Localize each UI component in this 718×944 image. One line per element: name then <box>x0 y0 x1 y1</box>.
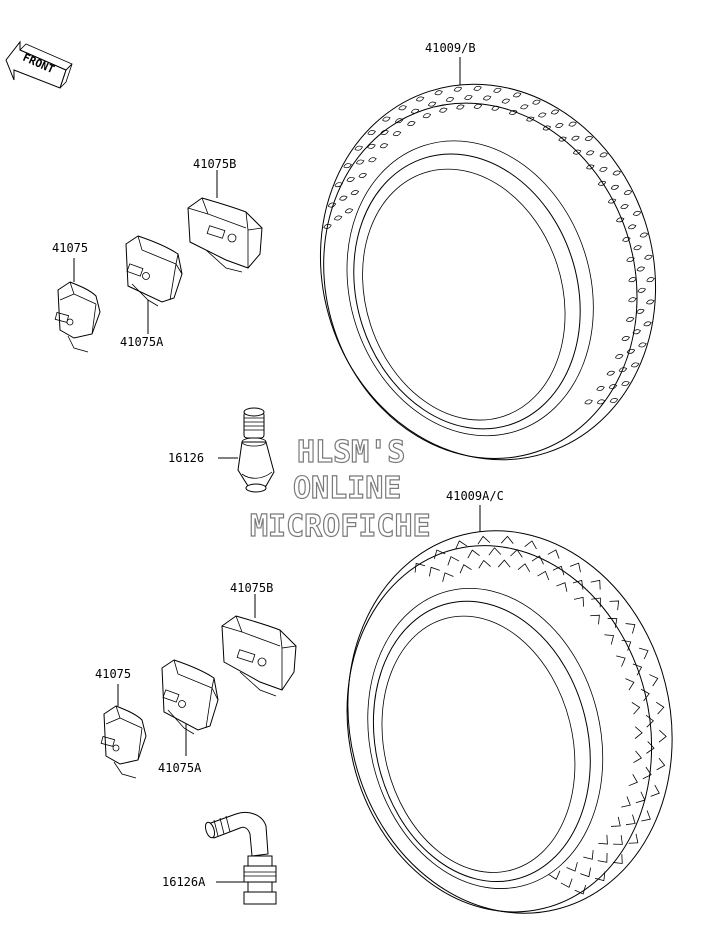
tire-front-icon <box>319 57 657 461</box>
part-label-tire-front: 41009/B <box>425 41 476 55</box>
watermark-line-3: MICROFICHE <box>250 509 431 544</box>
tire-rear-icon <box>346 505 673 914</box>
wheel-weight-b-top-icon <box>187 197 263 273</box>
part-label-valve-bottom: 16126A <box>162 875 206 889</box>
watermark-line-2: ONLINE <box>293 471 401 506</box>
wheel-weight-a-top-icon <box>54 281 101 353</box>
wheel-weight-c-bottom-icon <box>161 659 219 735</box>
wheel-weight-c-top-icon <box>125 235 183 307</box>
part-label-tire-rear: 41009A/C <box>446 489 504 503</box>
wheel-weight-a-bottom-icon <box>100 705 147 779</box>
part-label-weight-b-top: 41075B <box>193 157 236 171</box>
part-label-weight-a-top: 41075 <box>52 241 88 255</box>
part-label-valve-top: 16126 <box>168 451 204 465</box>
front-arrow-icon: FRONT <box>5 40 73 89</box>
wheel-weight-b-bottom-icon <box>221 615 297 697</box>
watermark-line-1: HLSM'S <box>297 435 405 470</box>
part-label-weight-c-top: 41075A <box>120 335 164 349</box>
valve-top-icon <box>237 407 275 493</box>
part-label-weight-a-bottom: 41075 <box>95 667 131 681</box>
watermark: HLSM'S ONLINE MICROFICHE <box>249 434 431 544</box>
valve-bottom-icon <box>204 812 277 905</box>
part-label-weight-c-bottom: 41075A <box>158 761 202 775</box>
part-label-weight-b-bottom: 41075B <box>230 581 273 595</box>
